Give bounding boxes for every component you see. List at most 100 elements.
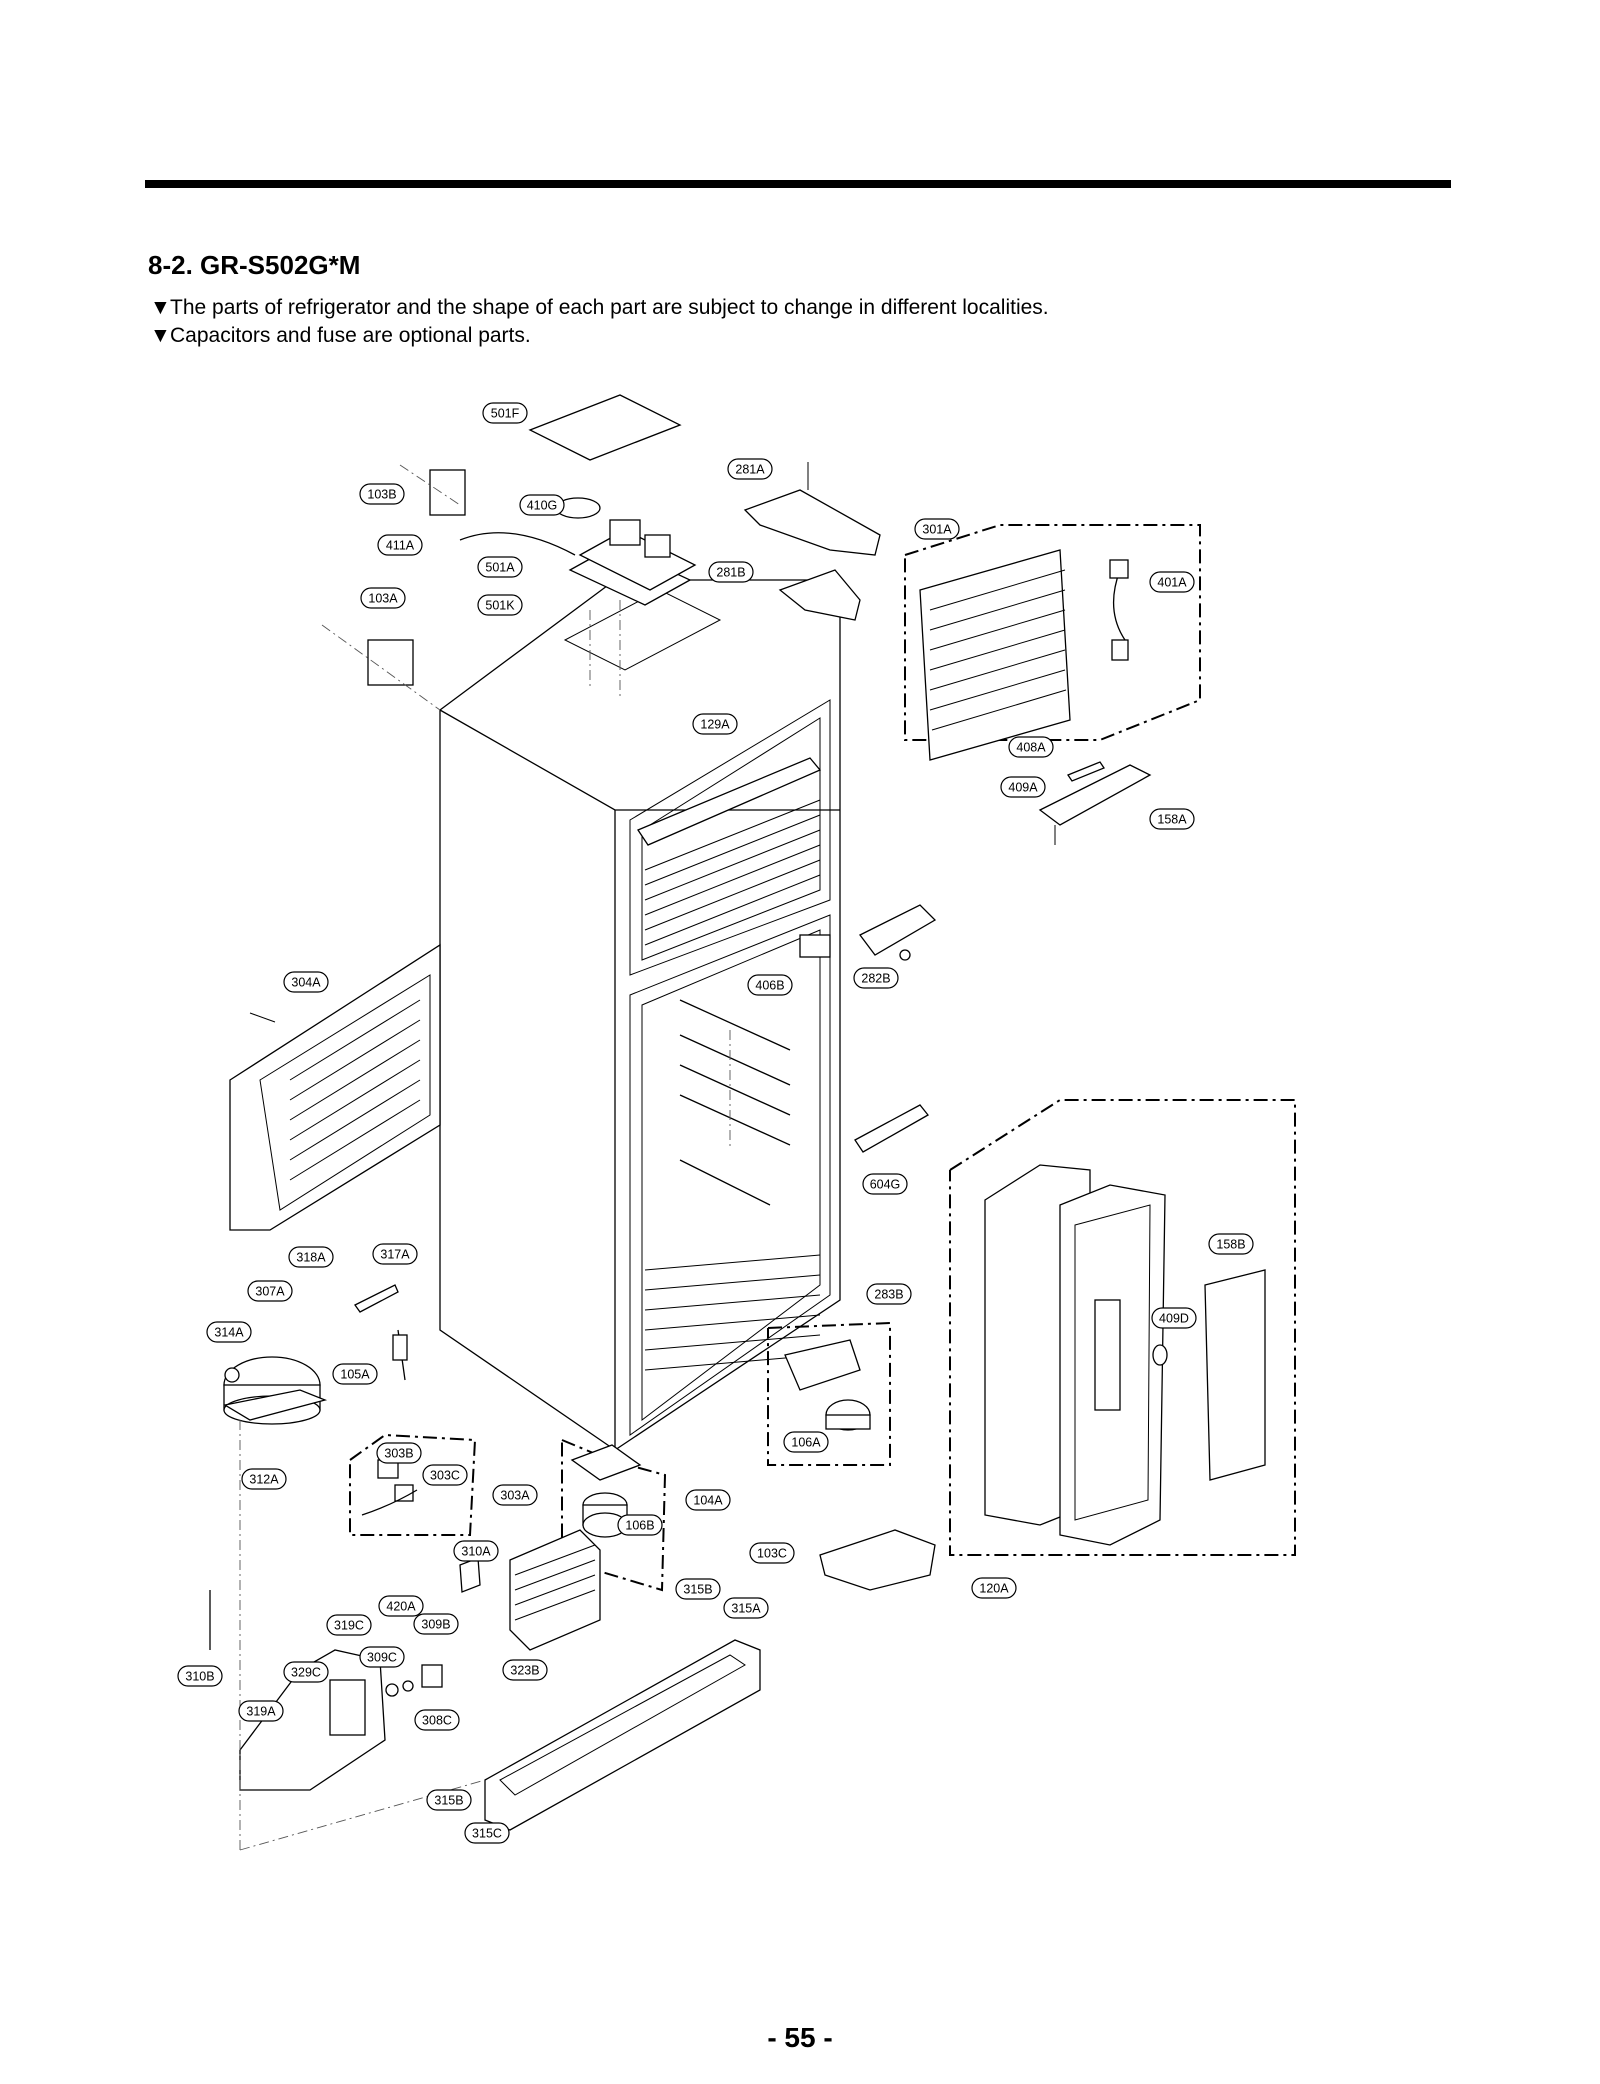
part-label-text: 501F: [491, 407, 520, 421]
part-label-text: 323B: [510, 1664, 539, 1678]
part-label: 303B: [376, 1442, 422, 1464]
part-label: 301A: [914, 518, 960, 540]
part-label-text: 309B: [421, 1618, 450, 1632]
part-label: 303A: [492, 1484, 538, 1506]
part-label: 317A: [372, 1243, 418, 1265]
note-text: The parts of refrigerator and the shape …: [170, 296, 1049, 319]
part-label-text: 406B: [755, 979, 784, 993]
part-label-text: 103B: [367, 488, 396, 502]
part-label: 104A: [685, 1489, 731, 1511]
part-label: 120A: [971, 1577, 1017, 1599]
part-label-text: 158A: [1157, 813, 1187, 827]
part-label: 604G: [862, 1173, 908, 1195]
part-label: 103C: [749, 1542, 795, 1564]
part-label-text: 304A: [291, 976, 321, 990]
evaporator-group: [904, 524, 1201, 761]
part-label: 106A: [783, 1431, 829, 1453]
part-label: 310B: [177, 1665, 223, 1687]
part-label: 329C: [283, 1661, 329, 1683]
part-label-text: 318A: [296, 1251, 326, 1265]
part-label: 282B: [853, 967, 899, 989]
machine-compartment: [209, 1529, 761, 1831]
part-label-text: 408A: [1016, 741, 1046, 755]
part-label-text: 319A: [246, 1705, 276, 1719]
part-label: 105A: [332, 1363, 378, 1385]
part-label-text: 501A: [485, 561, 515, 575]
note-1: ▼The parts of refrigerator and the shape…: [150, 296, 1049, 320]
part-label-text: 315C: [472, 1827, 502, 1841]
cabinet: [439, 579, 841, 1451]
part-label-text: 319C: [334, 1619, 364, 1633]
part-label-text: 106B: [625, 1519, 654, 1533]
top-rule: [145, 180, 1451, 188]
middle-hinge: [859, 904, 937, 961]
part-label: 410G: [519, 494, 565, 516]
hinge-brackets: [743, 462, 881, 621]
part-label: 314A: [206, 1321, 252, 1343]
assembly-center-lines: [239, 464, 731, 1851]
bottom-hinge-group: [767, 1321, 891, 1466]
part-label-text: 303A: [500, 1489, 530, 1503]
part-label-text: 411A: [386, 539, 415, 553]
part-label: 315B: [426, 1789, 472, 1811]
part-label: 501K: [477, 594, 523, 616]
part-label-text: 314A: [214, 1326, 244, 1340]
part-label: 307A: [247, 1280, 293, 1302]
note-2: ▼Capacitors and fuse are optional parts.: [150, 324, 531, 348]
note-bullet: ▼: [150, 324, 171, 347]
part-label: 401A: [1149, 571, 1195, 593]
leveler-group: [561, 1439, 667, 1592]
part-label: 158B: [1208, 1233, 1254, 1255]
part-label-text: 310B: [185, 1670, 214, 1684]
part-label: 420A: [378, 1595, 424, 1617]
door-group: [949, 1099, 1296, 1556]
note-bullet: ▼: [150, 296, 171, 319]
part-label: 319A: [238, 1700, 284, 1722]
part-label-text: 282B: [861, 972, 890, 986]
compressor-group: [223, 1284, 408, 1425]
part-label-text: 307A: [255, 1285, 285, 1299]
part-label: 129A: [692, 713, 738, 735]
part-label-text: 409A: [1008, 781, 1038, 795]
part-label: 323B: [502, 1659, 548, 1681]
part-label: 501A: [477, 556, 523, 578]
part-label: 408A: [1008, 736, 1054, 758]
part-label: 106B: [617, 1514, 663, 1536]
note-text: Capacitors and fuse are optional parts.: [170, 324, 531, 347]
part-label-text: 409D: [1159, 1312, 1189, 1326]
part-label-text: 106A: [791, 1436, 821, 1450]
part-label-text: 501K: [485, 599, 515, 613]
part-label: 103B: [359, 483, 405, 505]
part-label-text: 120A: [979, 1582, 1009, 1596]
part-label-text: 315B: [434, 1794, 463, 1808]
part-label: 281A: [727, 458, 773, 480]
part-label-text: 103C: [757, 1547, 787, 1561]
part-label-text: 105A: [340, 1368, 370, 1382]
part-label-text: 281B: [716, 566, 745, 580]
part-label-text: 303C: [430, 1469, 460, 1483]
part-label: 315B: [675, 1578, 721, 1600]
part-label-text: 129A: [700, 718, 730, 732]
part-label: 315A: [723, 1597, 769, 1619]
part-label-text: 410G: [527, 499, 558, 513]
top-pcb-assembly: [367, 394, 697, 700]
part-label: 409D: [1151, 1307, 1197, 1329]
part-label: 312A: [241, 1468, 287, 1490]
part-label-text: 283B: [874, 1288, 903, 1302]
part-label: 409A: [1000, 776, 1046, 798]
part-label: 103A: [360, 587, 406, 609]
part-label-text: 104A: [693, 1494, 723, 1508]
part-label: 319C: [326, 1614, 372, 1636]
page-number: - 55 -: [767, 2022, 833, 2053]
part-label-text: 420A: [386, 1600, 416, 1614]
section-title: 8-2. GR-S502G*M: [148, 250, 361, 280]
part-label-text: 310A: [461, 1545, 491, 1559]
part-label: 283B: [866, 1283, 912, 1305]
part-label-text: 308C: [422, 1714, 452, 1728]
part-label-text: 315A: [731, 1602, 761, 1616]
back-cover: [229, 943, 441, 1231]
part-label-text: 401A: [1157, 576, 1187, 590]
part-label-text: 315B: [683, 1583, 712, 1597]
part-label-text: 158B: [1216, 1238, 1245, 1252]
